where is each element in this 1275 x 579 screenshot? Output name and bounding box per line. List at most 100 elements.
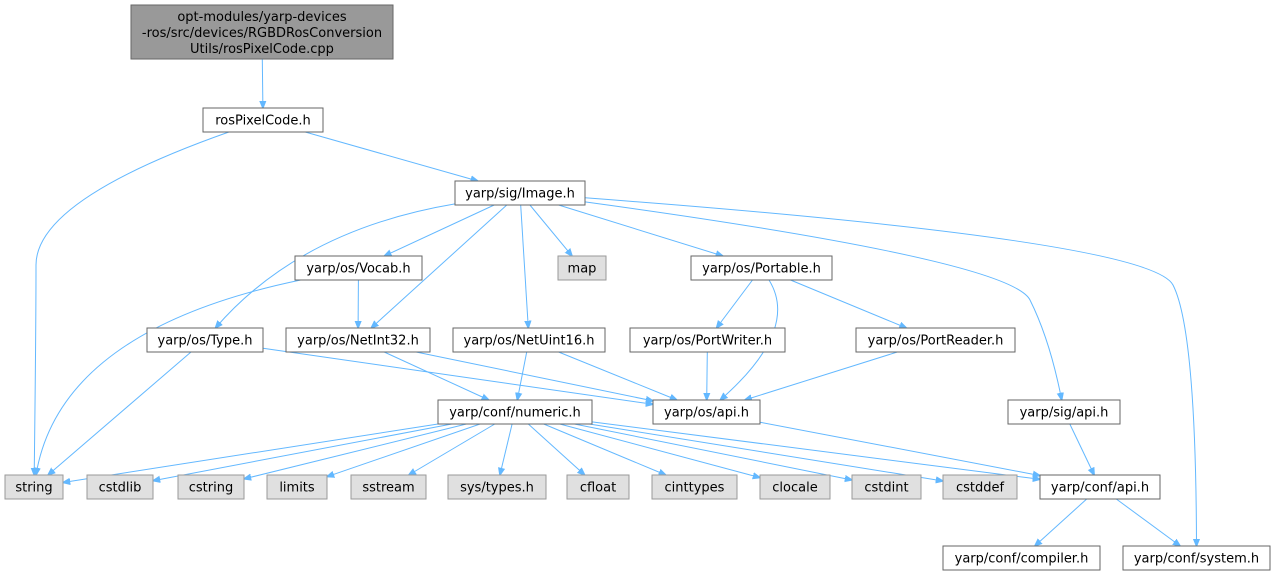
node-label: cstddef bbox=[956, 481, 1005, 496]
node-box bbox=[202, 107, 324, 133]
edge-numeric-to-confapi bbox=[591, 421, 1040, 479]
node-cstdlib: cstdlib bbox=[86, 474, 154, 500]
edge-numeric-to-cstdlib bbox=[153, 423, 452, 481]
edge-numeric-to-string bbox=[63, 423, 439, 483]
node-systypes: sys/types.h bbox=[447, 474, 547, 500]
edge-image-to-vocab bbox=[384, 204, 495, 256]
edge-numeric-to-sstream bbox=[409, 423, 496, 475]
node-clocale: clocale bbox=[759, 474, 831, 500]
node-confapi[interactable]: yarp/conf/api.h bbox=[1039, 474, 1161, 500]
node-label: cstdlib bbox=[99, 481, 142, 496]
node-box bbox=[690, 255, 833, 281]
node-box bbox=[266, 474, 328, 500]
edge-image-to-portable bbox=[558, 204, 723, 256]
edge-numeric-to-cfloat bbox=[527, 423, 584, 475]
node-sigapi[interactable]: yarp/sig/api.h bbox=[1007, 399, 1121, 425]
edge-sigapi-to-confapi bbox=[1069, 423, 1094, 475]
edge-rosPixelCode-to-string bbox=[34, 131, 230, 475]
node-label: string bbox=[15, 481, 52, 496]
edge-confapi-to-compiler bbox=[1035, 498, 1088, 546]
edge-image-to-system bbox=[584, 197, 1197, 546]
edge-image-to-netuint16 bbox=[520, 204, 529, 328]
node-box bbox=[454, 180, 586, 206]
edge-numeric-to-cstring bbox=[244, 423, 467, 479]
node-label: cfloat bbox=[580, 481, 616, 496]
edge-portable-to-portwriter bbox=[717, 279, 753, 328]
node-box bbox=[177, 474, 245, 500]
node-label: yarp/conf/api.h bbox=[1051, 481, 1149, 496]
node-box bbox=[1122, 545, 1271, 571]
edge-vocab-to-string bbox=[36, 279, 301, 475]
node-box bbox=[851, 474, 922, 500]
node-cstddef: cstddef bbox=[942, 474, 1018, 500]
node-label: yarp/sig/Image.h bbox=[465, 187, 575, 202]
node-label: sys/types.h bbox=[460, 481, 534, 496]
node-box bbox=[629, 327, 786, 353]
node-vocab[interactable]: yarp/os/Vocab.h bbox=[294, 255, 423, 281]
node-osapi[interactable]: yarp/os/api.h bbox=[652, 399, 761, 425]
edge-portwriter-to-osapi bbox=[707, 351, 708, 400]
node-label: yarp/os/api.h bbox=[664, 406, 749, 421]
node-label: yarp/os/NetUint16.h bbox=[464, 334, 595, 349]
node-portwriter[interactable]: yarp/os/PortWriter.h bbox=[629, 327, 786, 353]
node-box bbox=[86, 474, 154, 500]
edge-image-to-netint32 bbox=[371, 204, 508, 328]
node-label: yarp/os/Vocab.h bbox=[306, 262, 410, 277]
node-label: clocale bbox=[772, 481, 817, 496]
node-label: yarp/conf/numeric.h bbox=[449, 406, 581, 421]
node-box bbox=[350, 474, 427, 500]
root-label-line: Utils/rosPixelCode.cpp bbox=[190, 42, 334, 57]
dependency-edges bbox=[34, 58, 1197, 546]
node-type[interactable]: yarp/os/Type.h bbox=[146, 327, 264, 353]
node-label: yarp/os/NetInt32.h bbox=[297, 334, 419, 349]
edge-image-to-type bbox=[215, 203, 456, 328]
node-box bbox=[4, 474, 64, 500]
node-box bbox=[942, 474, 1018, 500]
node-box bbox=[566, 474, 630, 500]
edge-numeric-to-cstddef bbox=[589, 423, 943, 481]
node-label: cstdint bbox=[864, 481, 908, 496]
edge-image-to-map bbox=[529, 204, 572, 256]
edge-root-to-rosPixelCode bbox=[262, 58, 263, 108]
dependency-nodes: opt-modules/yarp-devices-ros/src/devices… bbox=[4, 4, 1271, 571]
node-rosPixelCode[interactable]: rosPixelCode.h bbox=[202, 107, 324, 133]
node-cstring: cstring bbox=[177, 474, 245, 500]
root-label-line: opt-modules/yarp-devices bbox=[177, 10, 347, 25]
node-box bbox=[855, 327, 1016, 353]
node-box bbox=[651, 474, 738, 500]
node-compiler[interactable]: yarp/conf/compiler.h bbox=[942, 545, 1101, 571]
node-label: yarp/os/PortWriter.h bbox=[643, 334, 772, 349]
node-map: map bbox=[557, 255, 607, 281]
node-box bbox=[652, 399, 761, 425]
node-portreader[interactable]: yarp/os/PortReader.h bbox=[855, 327, 1016, 353]
edge-portreader-to-osapi bbox=[745, 351, 898, 400]
edge-type-to-osapi bbox=[262, 347, 653, 404]
node-cinttypes: cinttypes bbox=[651, 474, 738, 500]
node-box bbox=[942, 545, 1101, 571]
edge-numeric-to-limits bbox=[327, 423, 481, 477]
edge-rosPixelCode-to-image bbox=[305, 131, 478, 181]
edge-type-to-string bbox=[48, 351, 192, 475]
node-image[interactable]: yarp/sig/Image.h bbox=[454, 180, 586, 206]
node-label: limits bbox=[279, 481, 315, 496]
node-numeric[interactable]: yarp/conf/numeric.h bbox=[437, 399, 593, 425]
node-portable[interactable]: yarp/os/Portable.h bbox=[690, 255, 833, 281]
node-box bbox=[1007, 399, 1121, 425]
node-cstdint: cstdint bbox=[851, 474, 922, 500]
edge-netuint16-to-numeric bbox=[517, 351, 528, 400]
node-box bbox=[452, 327, 606, 353]
node-netint32[interactable]: yarp/os/NetInt32.h bbox=[285, 327, 431, 353]
edge-numeric-to-systypes bbox=[500, 423, 513, 475]
node-label: cstring bbox=[189, 481, 233, 496]
node-box bbox=[285, 327, 431, 353]
node-sstream: sstream bbox=[350, 474, 427, 500]
node-label: yarp/conf/system.h bbox=[1134, 552, 1259, 567]
node-box bbox=[1039, 474, 1161, 500]
node-string: string bbox=[4, 474, 64, 500]
node-netuint16[interactable]: yarp/os/NetUint16.h bbox=[452, 327, 606, 353]
node-system[interactable]: yarp/conf/system.h bbox=[1122, 545, 1271, 571]
edge-netint32-to-numeric bbox=[383, 351, 489, 400]
edge-netint32-to-osapi bbox=[415, 351, 653, 401]
edge-numeric-to-cstdint bbox=[574, 423, 852, 480]
